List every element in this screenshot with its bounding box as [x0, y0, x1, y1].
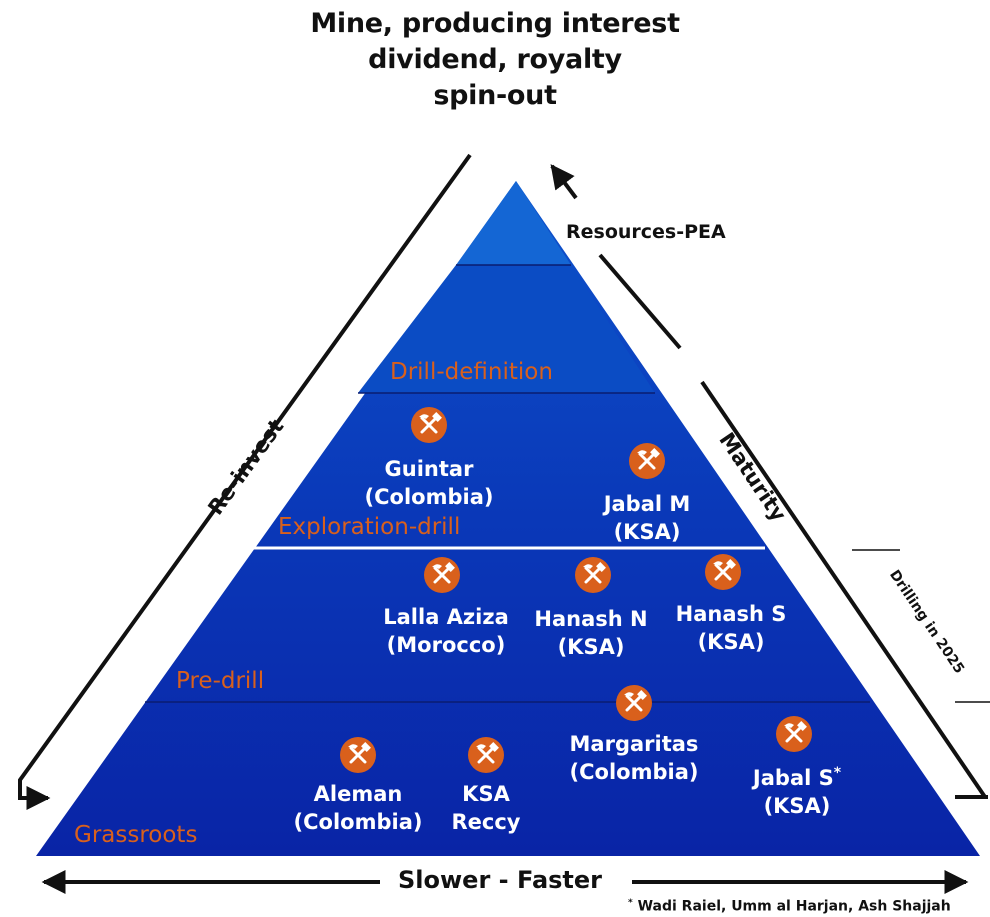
- stage-label-grassroots: Grassroots: [74, 822, 198, 848]
- project-hanash-s: Hanash S (KSA): [676, 600, 787, 656]
- pickaxe-hammer-icon: [616, 685, 652, 721]
- project-country: Reccy: [451, 810, 521, 834]
- project-jabal-m: Jabal M (KSA): [604, 490, 691, 546]
- project-name: Hanash S: [675, 602, 787, 626]
- pickaxe-hammer-icon: [411, 407, 447, 443]
- pyramid-tier-drill-definition: [358, 265, 655, 393]
- project-name: Aleman: [313, 782, 403, 806]
- project-name: Lalla Aziza: [383, 605, 509, 629]
- project-name: KSA: [462, 782, 510, 806]
- project-name: Margaritas: [569, 732, 699, 756]
- project-jabal-s: Jabal S*(KSA): [753, 759, 841, 820]
- project-lalla-aziza: Lalla Aziza (Morocco): [383, 603, 509, 659]
- speed-axis-label: Slower - Faster: [398, 866, 603, 894]
- footnote-text: Wadi Raiel, Umm al Harjan, Ash Shajjah: [637, 898, 951, 915]
- project-name: Guintar: [384, 457, 474, 481]
- project-country: (KSA): [697, 630, 765, 654]
- pickaxe-hammer-icon: [468, 737, 504, 773]
- project-country: (KSA): [613, 520, 681, 544]
- project-aleman: Aleman (Colombia): [294, 780, 423, 836]
- pyramid-tier-resources: [456, 181, 571, 265]
- title-line-2: dividend, royalty: [368, 44, 622, 75]
- stage-label-drill-definition: Drill-definition: [390, 359, 553, 385]
- maturity-line-lower: [700, 380, 987, 799]
- project-margaritas: Margaritas (Colombia): [570, 730, 699, 786]
- pickaxe-hammer-icon: [629, 443, 665, 479]
- project-country: (Morocco): [386, 633, 506, 657]
- pyramid-body: [36, 181, 980, 856]
- resources-arrow: [550, 164, 578, 200]
- footnote-mark: *: [628, 898, 633, 908]
- project-ksa-reccy: KSA Reccy: [452, 780, 521, 836]
- project-guintar: Guintar (Colombia): [365, 455, 494, 511]
- stage-label-resources: Resources-PEA: [566, 221, 726, 243]
- project-name: Hanash N: [534, 607, 648, 631]
- stage-label-exploration-drill: Exploration-drill: [278, 514, 461, 540]
- title-line-3: spin-out: [433, 80, 557, 111]
- reinvest-bracket: [18, 153, 472, 810]
- pickaxe-hammer-icon: [575, 557, 611, 593]
- title-line-1: Mine, producing interest: [310, 8, 680, 39]
- project-country: (KSA): [557, 635, 625, 659]
- project-country: (Colombia): [293, 810, 423, 834]
- footnote: * Wadi Raiel, Umm al Harjan, Ash Shajjah: [628, 898, 951, 915]
- project-country: (Colombia): [569, 760, 699, 784]
- project-country: (KSA): [763, 794, 831, 818]
- pickaxe-hammer-icon: [424, 557, 460, 593]
- pickaxe-hammer-icon: [340, 737, 376, 773]
- project-country: (Colombia): [364, 485, 494, 509]
- maturity-line-upper: [598, 253, 682, 350]
- stage-label-pre-drill: Pre-drill: [176, 668, 265, 694]
- pickaxe-hammer-icon: [705, 554, 741, 590]
- project-name: Jabal M: [603, 492, 691, 516]
- project-sup: *: [833, 765, 842, 781]
- project-hanash-n: Hanash N (KSA): [534, 605, 647, 661]
- project-name: Jabal S: [752, 766, 834, 790]
- pickaxe-hammer-icon: [776, 716, 812, 752]
